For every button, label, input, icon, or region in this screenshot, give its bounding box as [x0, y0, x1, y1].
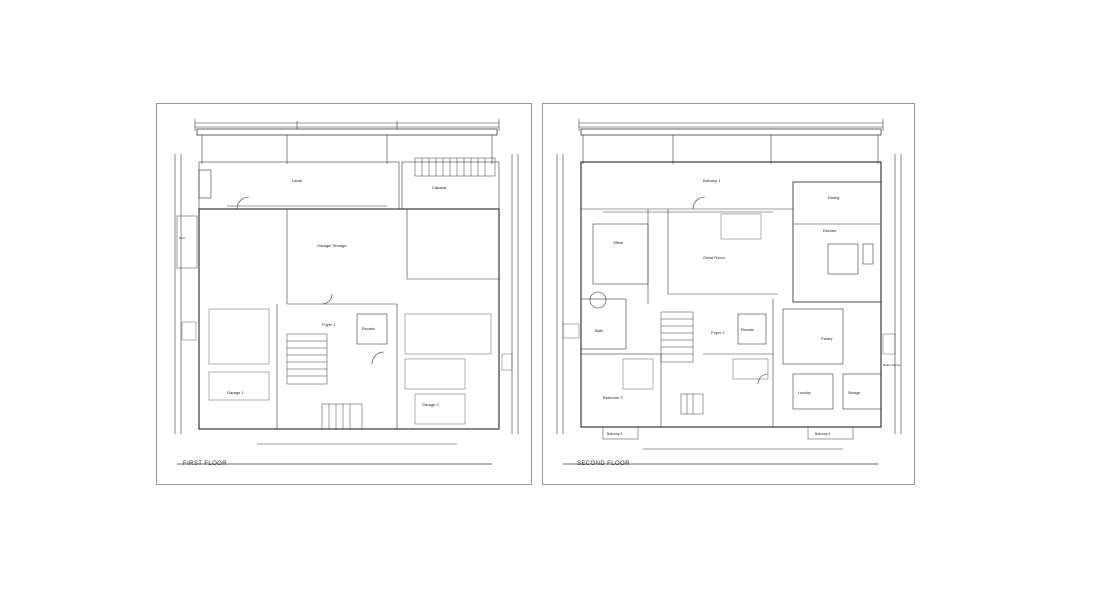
- room-laundry-label: Laundry: [798, 391, 811, 395]
- second-floor-sheet: Balcony 1 Dining Kitchen Office Great Ro…: [542, 103, 915, 485]
- room-dining-label: Dining: [828, 195, 839, 200]
- room-balcony-1-label: Balcony 1: [703, 178, 721, 183]
- second-floor-title: SECOND FLOOR: [577, 461, 630, 467]
- room-butler-pantry-label: Butler Pantry: [883, 363, 901, 367]
- room-balcony-4-label: Balcony 4: [815, 432, 830, 436]
- room-pantry-label: Pantry: [821, 336, 833, 341]
- first-floor-title: FIRST FLOOR: [183, 461, 227, 467]
- room-bedroom-2-label: Bedroom 2: [603, 395, 623, 400]
- room-cabana-label: Cabana: [432, 185, 447, 190]
- room-great-room-label: Great Room: [703, 255, 725, 260]
- room-office-label: Office: [613, 240, 624, 245]
- room-garage-1-label: Garage 1: [227, 390, 244, 395]
- room-lanai-label: Lanai: [292, 178, 302, 183]
- room-foyer-1-label: Foyer 1: [322, 322, 336, 327]
- room-pool-label: Pool: [179, 236, 185, 240]
- room-bath-label: Bath: [595, 328, 603, 333]
- first-floor-plan: Lanai Cabana Garage/ Storage Foyer 1 Ele…: [174, 119, 519, 465]
- room-balcony-3-label: Balcony 3: [607, 432, 622, 436]
- room-kitchen-label: Kitchen: [823, 228, 836, 233]
- room-storage-label: Storage: [848, 391, 860, 395]
- room-elevator-2-label: Elevator: [741, 328, 755, 332]
- room-garage-storage-label: Garage/ Storage: [317, 243, 347, 248]
- first-floor-sheet: Lanai Cabana Garage/ Storage Foyer 1 Ele…: [156, 103, 532, 485]
- room-foyer-2-label: Foyer 2: [711, 330, 725, 335]
- room-elevator-label: Elevator: [362, 327, 376, 331]
- second-floor-plan: Balcony 1 Dining Kitchen Office Great Ro…: [556, 119, 902, 465]
- room-garage-2-label: Garage 2: [422, 402, 439, 407]
